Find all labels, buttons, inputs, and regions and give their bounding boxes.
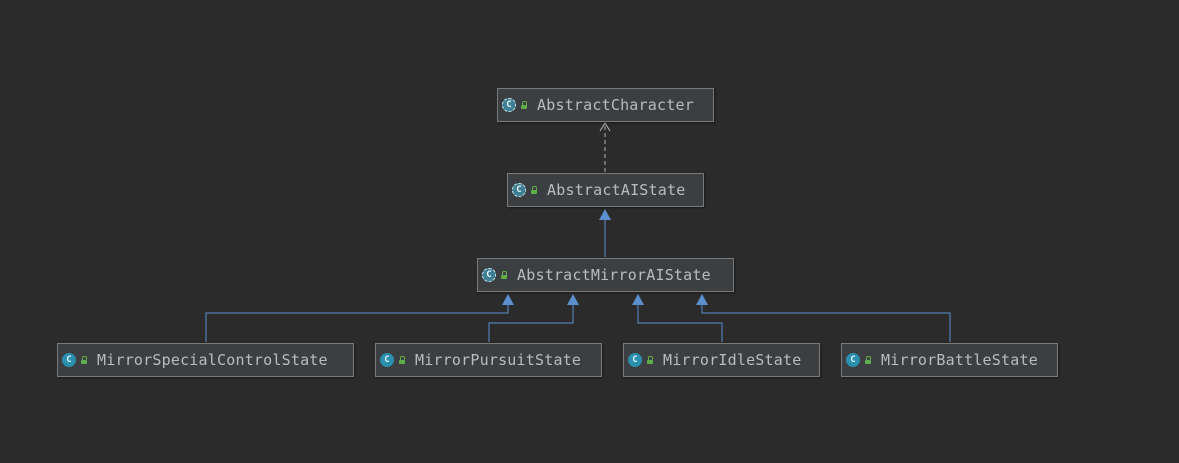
edge-dependency-arrowhead (599, 122, 611, 132)
edge-extends-mirror-special-control-state (205, 305, 509, 342)
public-lock-icon (864, 356, 872, 364)
abstract-class-icon: C (512, 183, 526, 197)
edge-extends-arrowhead (599, 209, 611, 220)
node-label: AbstractMirrorAIState (517, 266, 711, 284)
node-mirror-battle-state[interactable]: C MirrorBattleState (841, 343, 1058, 377)
node-label: MirrorIdleState (663, 351, 802, 369)
public-lock-icon (646, 356, 654, 364)
public-lock-icon (80, 356, 88, 364)
node-label: AbstractAIState (547, 181, 686, 199)
node-abstract-mirror-ai-state[interactable]: C AbstractMirrorAIState (477, 258, 734, 292)
edge-extends-arrowhead (567, 294, 579, 305)
public-lock-icon (398, 356, 406, 364)
node-label: MirrorPursuitState (415, 351, 582, 369)
abstract-class-icon: C (502, 98, 516, 112)
node-abstract-character[interactable]: C AbstractCharacter (497, 88, 714, 122)
edge-extends-arrowhead (502, 294, 514, 305)
node-mirror-pursuit-state[interactable]: C MirrorPursuitState (375, 343, 602, 377)
class-c-icon: C (380, 353, 394, 367)
edge-extends-arrowhead (696, 294, 708, 305)
edge-extends-mirror-battle-state (701, 305, 951, 342)
public-lock-icon (520, 101, 528, 109)
node-label: MirrorBattleState (881, 351, 1038, 369)
public-lock-icon (530, 186, 538, 194)
node-abstract-ai-state[interactable]: C AbstractAIState (507, 173, 704, 207)
node-label: MirrorSpecialControlState (97, 351, 328, 369)
abstract-class-icon: C (482, 268, 496, 282)
edge-extends-arrowhead (632, 294, 644, 305)
edge-extends-mirror-pursuit-state (488, 305, 574, 342)
class-c-icon: C (628, 353, 642, 367)
node-label: AbstractCharacter (537, 96, 694, 114)
public-lock-icon (500, 271, 508, 279)
edge-extends-mirror-idle-state (637, 305, 723, 342)
node-mirror-special-control-state[interactable]: C MirrorSpecialControlState (57, 343, 354, 377)
node-mirror-idle-state[interactable]: C MirrorIdleState (623, 343, 820, 377)
class-c-icon: C (62, 353, 76, 367)
class-c-icon: C (846, 353, 860, 367)
